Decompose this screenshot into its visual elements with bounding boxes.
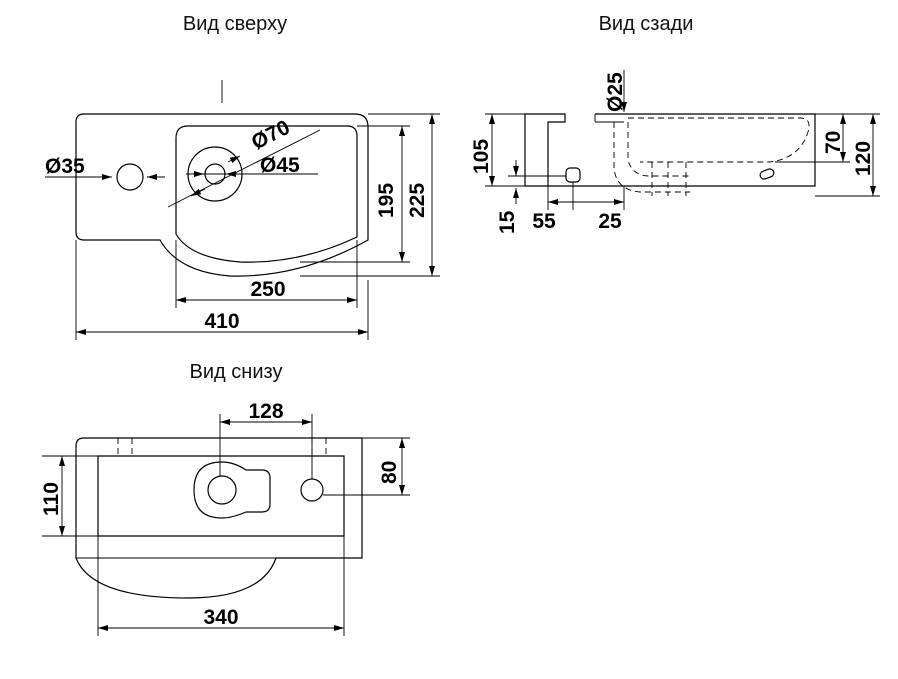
dim-105: 105 bbox=[470, 139, 493, 174]
tap-hole bbox=[116, 163, 144, 191]
d70-arrow-a bbox=[190, 188, 206, 197]
d70-arrow-b bbox=[227, 155, 241, 164]
back-view-title: Вид сзади bbox=[599, 13, 694, 35]
back-body-right bbox=[548, 113, 816, 187]
bottom-drain-outer bbox=[193, 461, 271, 519]
dim-d25: Ø25 bbox=[604, 72, 627, 112]
back-body-outline bbox=[524, 113, 566, 187]
dim-15: 15 bbox=[496, 210, 519, 234]
back-drain-pipe-outer bbox=[613, 122, 690, 193]
top-view: Вид сверху Ø35 Ø70 Ø45 195 bbox=[45, 13, 440, 340]
dim-d45: Ø45 bbox=[260, 154, 300, 177]
back-drain-pipe-inner bbox=[627, 122, 690, 177]
dim-128: 128 bbox=[248, 400, 283, 423]
dim-340: 340 bbox=[203, 606, 238, 629]
dim-25: 25 bbox=[598, 210, 622, 233]
bottom-view: Вид снизу 128 80 110 bbox=[40, 361, 410, 636]
dim-70: 70 bbox=[822, 131, 845, 154]
dim-250: 250 bbox=[250, 278, 285, 301]
back-view: Вид сзади Ø25 105 15 bbox=[470, 13, 880, 234]
dim-55: 55 bbox=[532, 210, 556, 233]
dim-195: 195 bbox=[375, 183, 398, 218]
dim-d35: Ø35 bbox=[45, 155, 85, 178]
dim-120: 120 bbox=[852, 141, 875, 176]
top-view-title: Вид сверху bbox=[183, 13, 287, 35]
back-bowl-hidden bbox=[628, 117, 810, 163]
dim-225: 225 bbox=[406, 183, 429, 218]
bottom-drain-inner bbox=[207, 475, 237, 505]
bottom-underside-panel bbox=[97, 455, 345, 537]
overflow-slot bbox=[759, 168, 775, 180]
dim-110: 110 bbox=[40, 482, 63, 516]
bottom-outer-body bbox=[75, 437, 363, 599]
dim-80: 80 bbox=[378, 461, 401, 484]
top-outer-body bbox=[75, 113, 369, 277]
tap-stub bbox=[565, 167, 581, 183]
top-inner-bowl bbox=[175, 125, 358, 263]
dim-410: 410 bbox=[204, 310, 239, 333]
bottom-view-title: Вид снизу bbox=[190, 361, 283, 383]
dim-d70: Ø70 bbox=[248, 116, 294, 155]
bottom-tap-hole bbox=[300, 478, 324, 502]
